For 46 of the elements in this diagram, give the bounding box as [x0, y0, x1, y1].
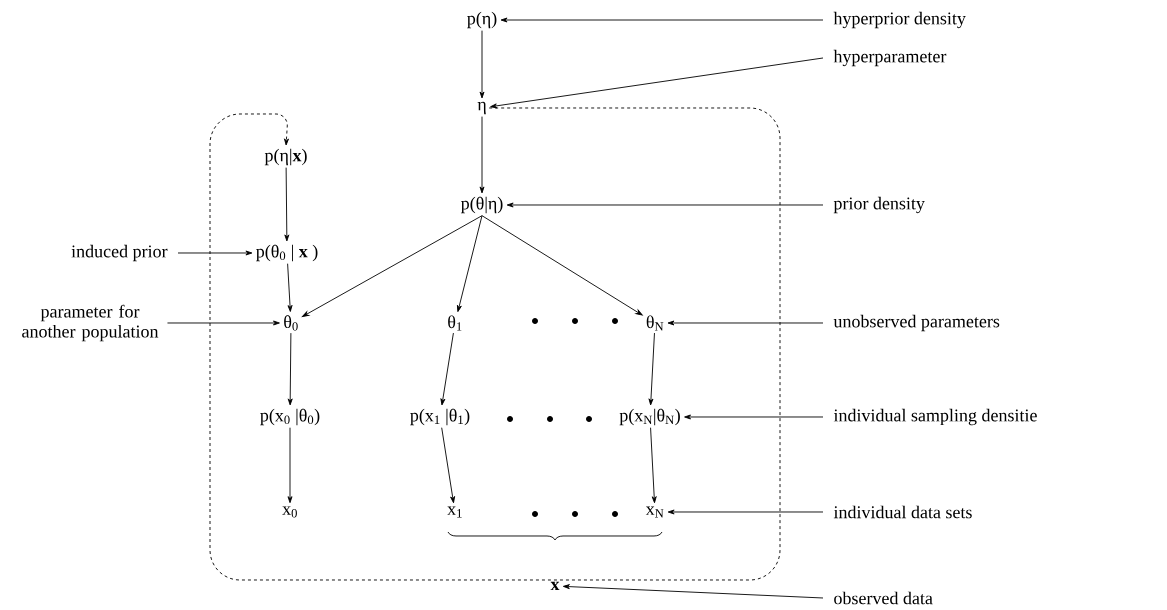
expression-label: θ$_{N}$	[646, 315, 664, 331]
expression-label: θ$_{0}$	[284, 315, 298, 331]
annotation-text: individual data sets	[833, 505, 972, 519]
arrow	[479, 30, 485, 99]
annotation-text: hyperprior density	[833, 11, 966, 29]
annotation-text: unobserved parameters	[833, 314, 1000, 332]
leader-arrow	[500, 17, 824, 23]
expression-label: θ$_{1}$	[448, 315, 462, 331]
expression-label: p(x$_{1}$ |θ$_{1}$)	[410, 408, 470, 426]
expression-label: x$_{N}$	[645, 506, 664, 518]
arrow	[479, 116, 485, 194]
expression-label: η	[477, 101, 486, 115]
arrow	[287, 427, 293, 504]
arrow	[287, 263, 293, 312]
arrow	[648, 332, 655, 406]
annotation-text: observed data	[834, 591, 933, 605]
leader-arrow	[167, 320, 280, 326]
leader-arrow	[562, 584, 824, 599]
arrow	[440, 332, 454, 406]
leader-arrow	[490, 57, 824, 109]
leader-arrow	[177, 250, 253, 256]
expression-label: p(η)	[467, 11, 497, 29]
expression-label: p(η|x)	[264, 148, 307, 166]
annotation-text: parameter for another population	[22, 304, 159, 342]
annotation-text: hyperparameter	[833, 49, 947, 67]
expression-label: p(θ$_{0}$ | x )	[256, 244, 318, 262]
annotation-text: induced prior	[71, 244, 168, 262]
arrow	[456, 215, 483, 313]
leader-arrow	[684, 414, 824, 420]
arrow	[287, 332, 293, 406]
leader-arrow	[667, 509, 824, 515]
leader-arrow	[506, 202, 824, 208]
arrow	[481, 215, 643, 316]
arrow	[650, 427, 657, 504]
arrow	[441, 427, 456, 504]
arrow	[301, 215, 483, 318]
annotation-text: prior density	[833, 196, 925, 214]
plate-arrow	[209, 107, 781, 581]
arrow	[284, 167, 290, 242]
expression-label: x$_{0}$	[282, 506, 297, 518]
expression-label: p(x$_{N}$|θ$_{N}$)	[619, 408, 680, 426]
expression-label: p(θ|η)	[461, 196, 503, 214]
leader-arrow	[667, 320, 824, 326]
annotation-text: individual sampling densitie	[833, 408, 1037, 426]
expression-label: x$_{1}$	[447, 506, 462, 518]
expression-label: p(x$_{0}$ |θ$_{0}$)	[260, 408, 320, 426]
